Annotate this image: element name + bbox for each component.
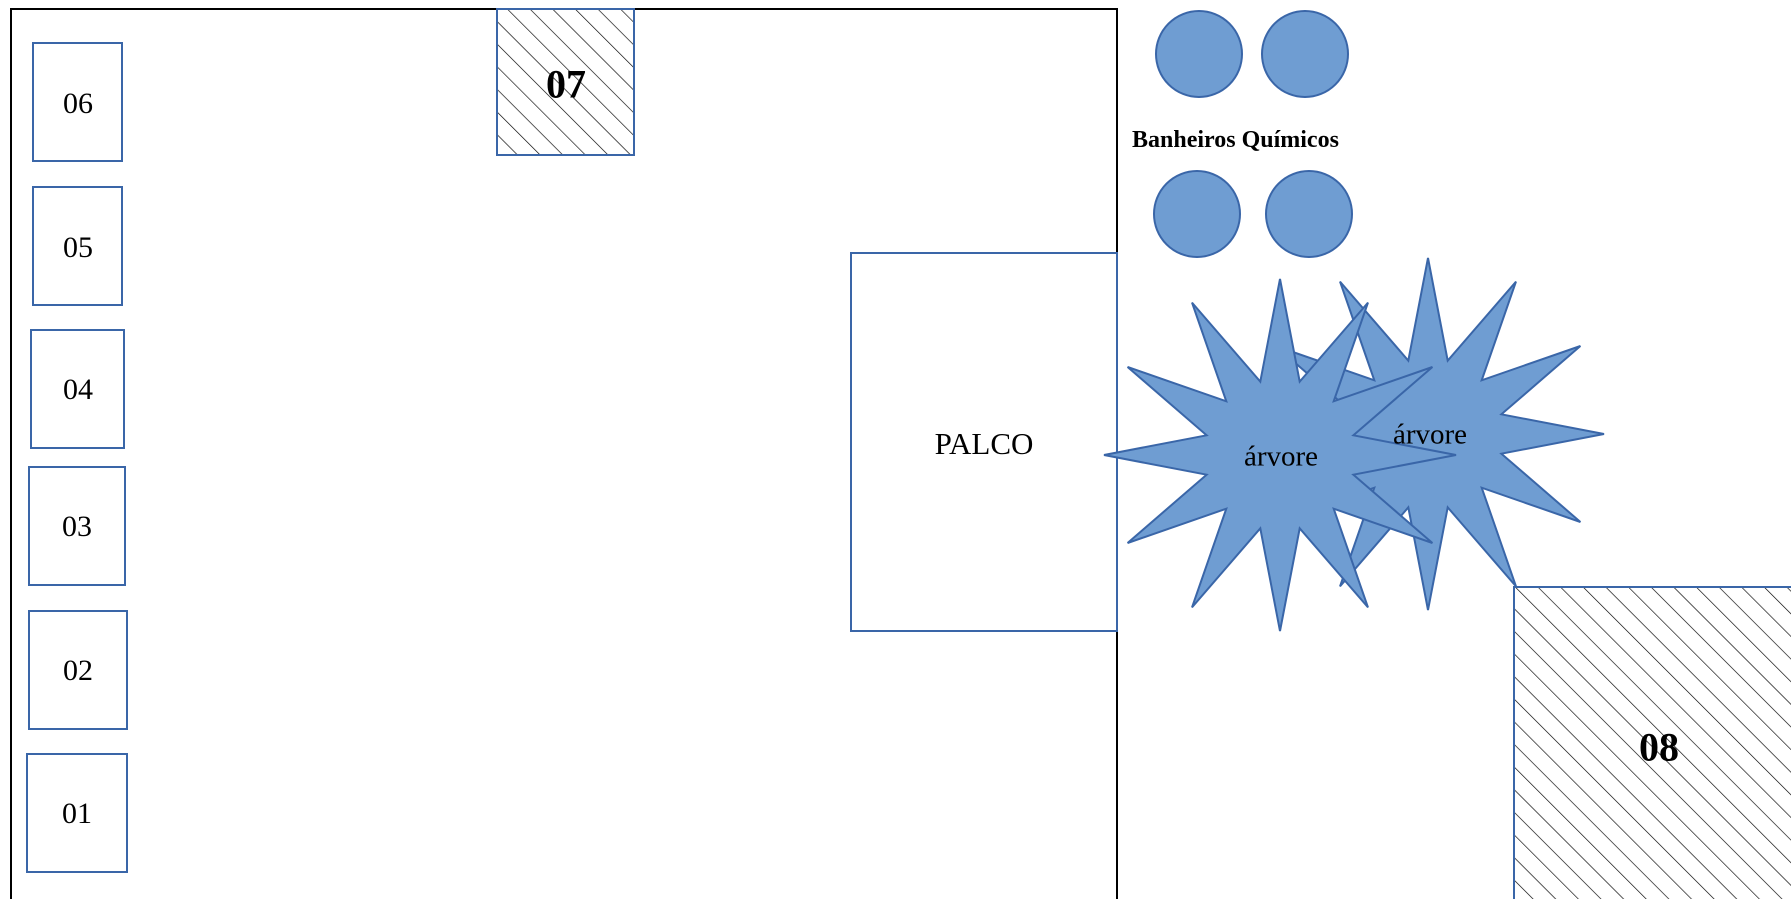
reserved-area-08-label: 08 — [1639, 724, 1679, 770]
restroom-icon — [1265, 170, 1353, 258]
tree-label-1: árvore — [1243, 440, 1319, 473]
booth-label-02: 02 — [63, 654, 93, 687]
restroom-icon — [1153, 170, 1241, 258]
booth-03 — [28, 466, 126, 586]
booth-01 — [26, 753, 128, 873]
booth-label-03: 03 — [62, 510, 92, 543]
tree-label-2: árvore — [1392, 418, 1468, 451]
reserved-area-08 — [1513, 586, 1791, 904]
restroom-icon — [1155, 10, 1243, 98]
booth-05 — [32, 186, 123, 306]
booth-label-04: 04 — [63, 373, 93, 406]
booth-04 — [30, 329, 125, 449]
booth-label-01: 01 — [62, 797, 92, 830]
reserved-area-07-label: 07 — [546, 61, 586, 107]
restroom-icon — [1261, 10, 1349, 98]
booth-label-06: 06 — [63, 87, 93, 120]
stage-label: PALCO — [934, 426, 1034, 461]
restrooms-title: Banheiros Químicos — [1132, 127, 1339, 153]
reserved-area-07 — [496, 8, 635, 156]
booth-02 — [28, 610, 128, 730]
booth-06 — [32, 42, 123, 162]
tree-starburst-icon — [1103, 278, 1457, 632]
stage-area — [850, 252, 1118, 632]
booth-label-05: 05 — [63, 231, 93, 264]
